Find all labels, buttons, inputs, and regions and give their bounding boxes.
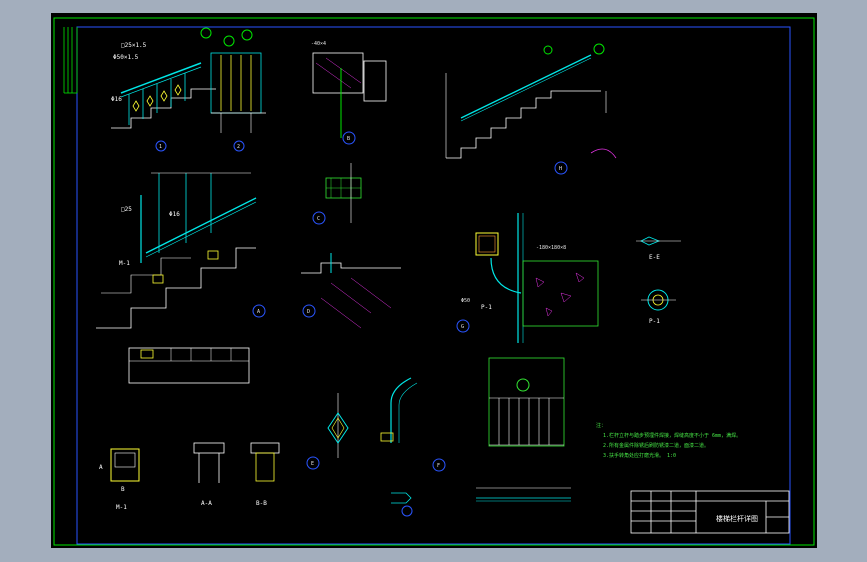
note-2: 2.所有金属件除锈后刷防锈漆二道，面漆二道。 xyxy=(603,442,709,449)
detail-ee-p1: E-E P-1 xyxy=(636,236,681,325)
svg-text:F: F xyxy=(437,463,440,469)
detail-e-f-gate: E F xyxy=(306,357,571,517)
title-block-text: 楼梯栏杆详图 xyxy=(716,514,758,523)
detail-2-top-anchor: -40×4 B xyxy=(311,41,387,145)
f-marker xyxy=(432,458,446,472)
svg-text:B: B xyxy=(121,486,125,493)
svg-text:A: A xyxy=(99,464,103,471)
sec-bb-label: B-B xyxy=(256,500,267,507)
svg-text:G: G xyxy=(461,324,464,330)
outer-border xyxy=(53,17,815,546)
svg-text:A: A xyxy=(257,309,260,315)
d7-marker xyxy=(554,161,568,175)
d1-section-marker-1 xyxy=(155,140,167,152)
d4-tube-label: Φ16 xyxy=(169,211,180,218)
d4-marker xyxy=(252,304,266,318)
d2-top-label: -40×4 xyxy=(311,41,326,47)
d1-bar-label: Φ16 xyxy=(111,96,122,103)
d1-post-label: □25×1.5 xyxy=(121,42,147,49)
d3-marker xyxy=(342,131,356,145)
d8-marker xyxy=(456,319,470,333)
note-1: 1.栏杆立杆与踏步预埋件焊接，焊缝高度不小于 6mm，满焊。 xyxy=(603,432,741,439)
svg-text:C: C xyxy=(317,216,320,222)
cad-drawing: □25×1.5 Φ50×1.5 Φ16 1 2 -40×4 B xyxy=(53,17,815,546)
svg-text:B: B xyxy=(347,136,350,142)
sec-aa-label: A-A xyxy=(201,500,212,507)
d8-plate-label: -180×180×8 xyxy=(536,245,566,251)
svg-text:2: 2 xyxy=(237,144,240,150)
d5-marker xyxy=(312,211,326,225)
detail-top-right-stair: H xyxy=(445,43,617,175)
title-block xyxy=(630,490,790,534)
d8-bolt-label: Φ50 xyxy=(461,298,470,304)
note-head: 注： xyxy=(596,422,606,429)
sec-m1-label: M-1 xyxy=(116,504,127,511)
d4-m-label: M-1 xyxy=(119,260,130,267)
det-ee-label: E-E xyxy=(649,254,660,261)
detail-a-stair-section: □25 Φ16 M-1 A xyxy=(96,172,266,384)
e-marker xyxy=(306,456,320,470)
detail-c-d: C D xyxy=(301,163,401,329)
detail-g-anchor-plate: -180×180×8 Φ50 P-1 G xyxy=(456,213,599,343)
d6-marker xyxy=(302,304,316,318)
inner-border xyxy=(76,26,791,545)
svg-text:E: E xyxy=(311,461,314,467)
svg-text:H: H xyxy=(559,166,562,172)
detail-1-railing-elevation: □25×1.5 Φ50×1.5 Φ16 1 2 xyxy=(111,27,266,152)
notes: 注： 1.栏杆立杆与踏步预埋件焊接，焊缝高度不小于 6mm，满焊。 2.所有金属… xyxy=(596,422,741,459)
d4-rail-label: □25 xyxy=(121,206,132,213)
d1-section-marker-2 xyxy=(233,140,245,152)
sections-row: A B M-1 A-A B-B xyxy=(99,442,280,511)
note-3: 3.扶手转角处应打磨光滑。 1:0 xyxy=(603,452,676,459)
det-p1-label: P-1 xyxy=(649,318,660,325)
svg-text:1: 1 xyxy=(159,144,162,150)
d8-p-label: P-1 xyxy=(481,304,492,311)
svg-text:D: D xyxy=(307,309,310,315)
drawing-sheet: □25×1.5 Φ50×1.5 Φ16 1 2 -40×4 B xyxy=(51,13,817,548)
binding-strip xyxy=(63,27,78,94)
d1-rail-label: Φ50×1.5 xyxy=(113,54,139,61)
